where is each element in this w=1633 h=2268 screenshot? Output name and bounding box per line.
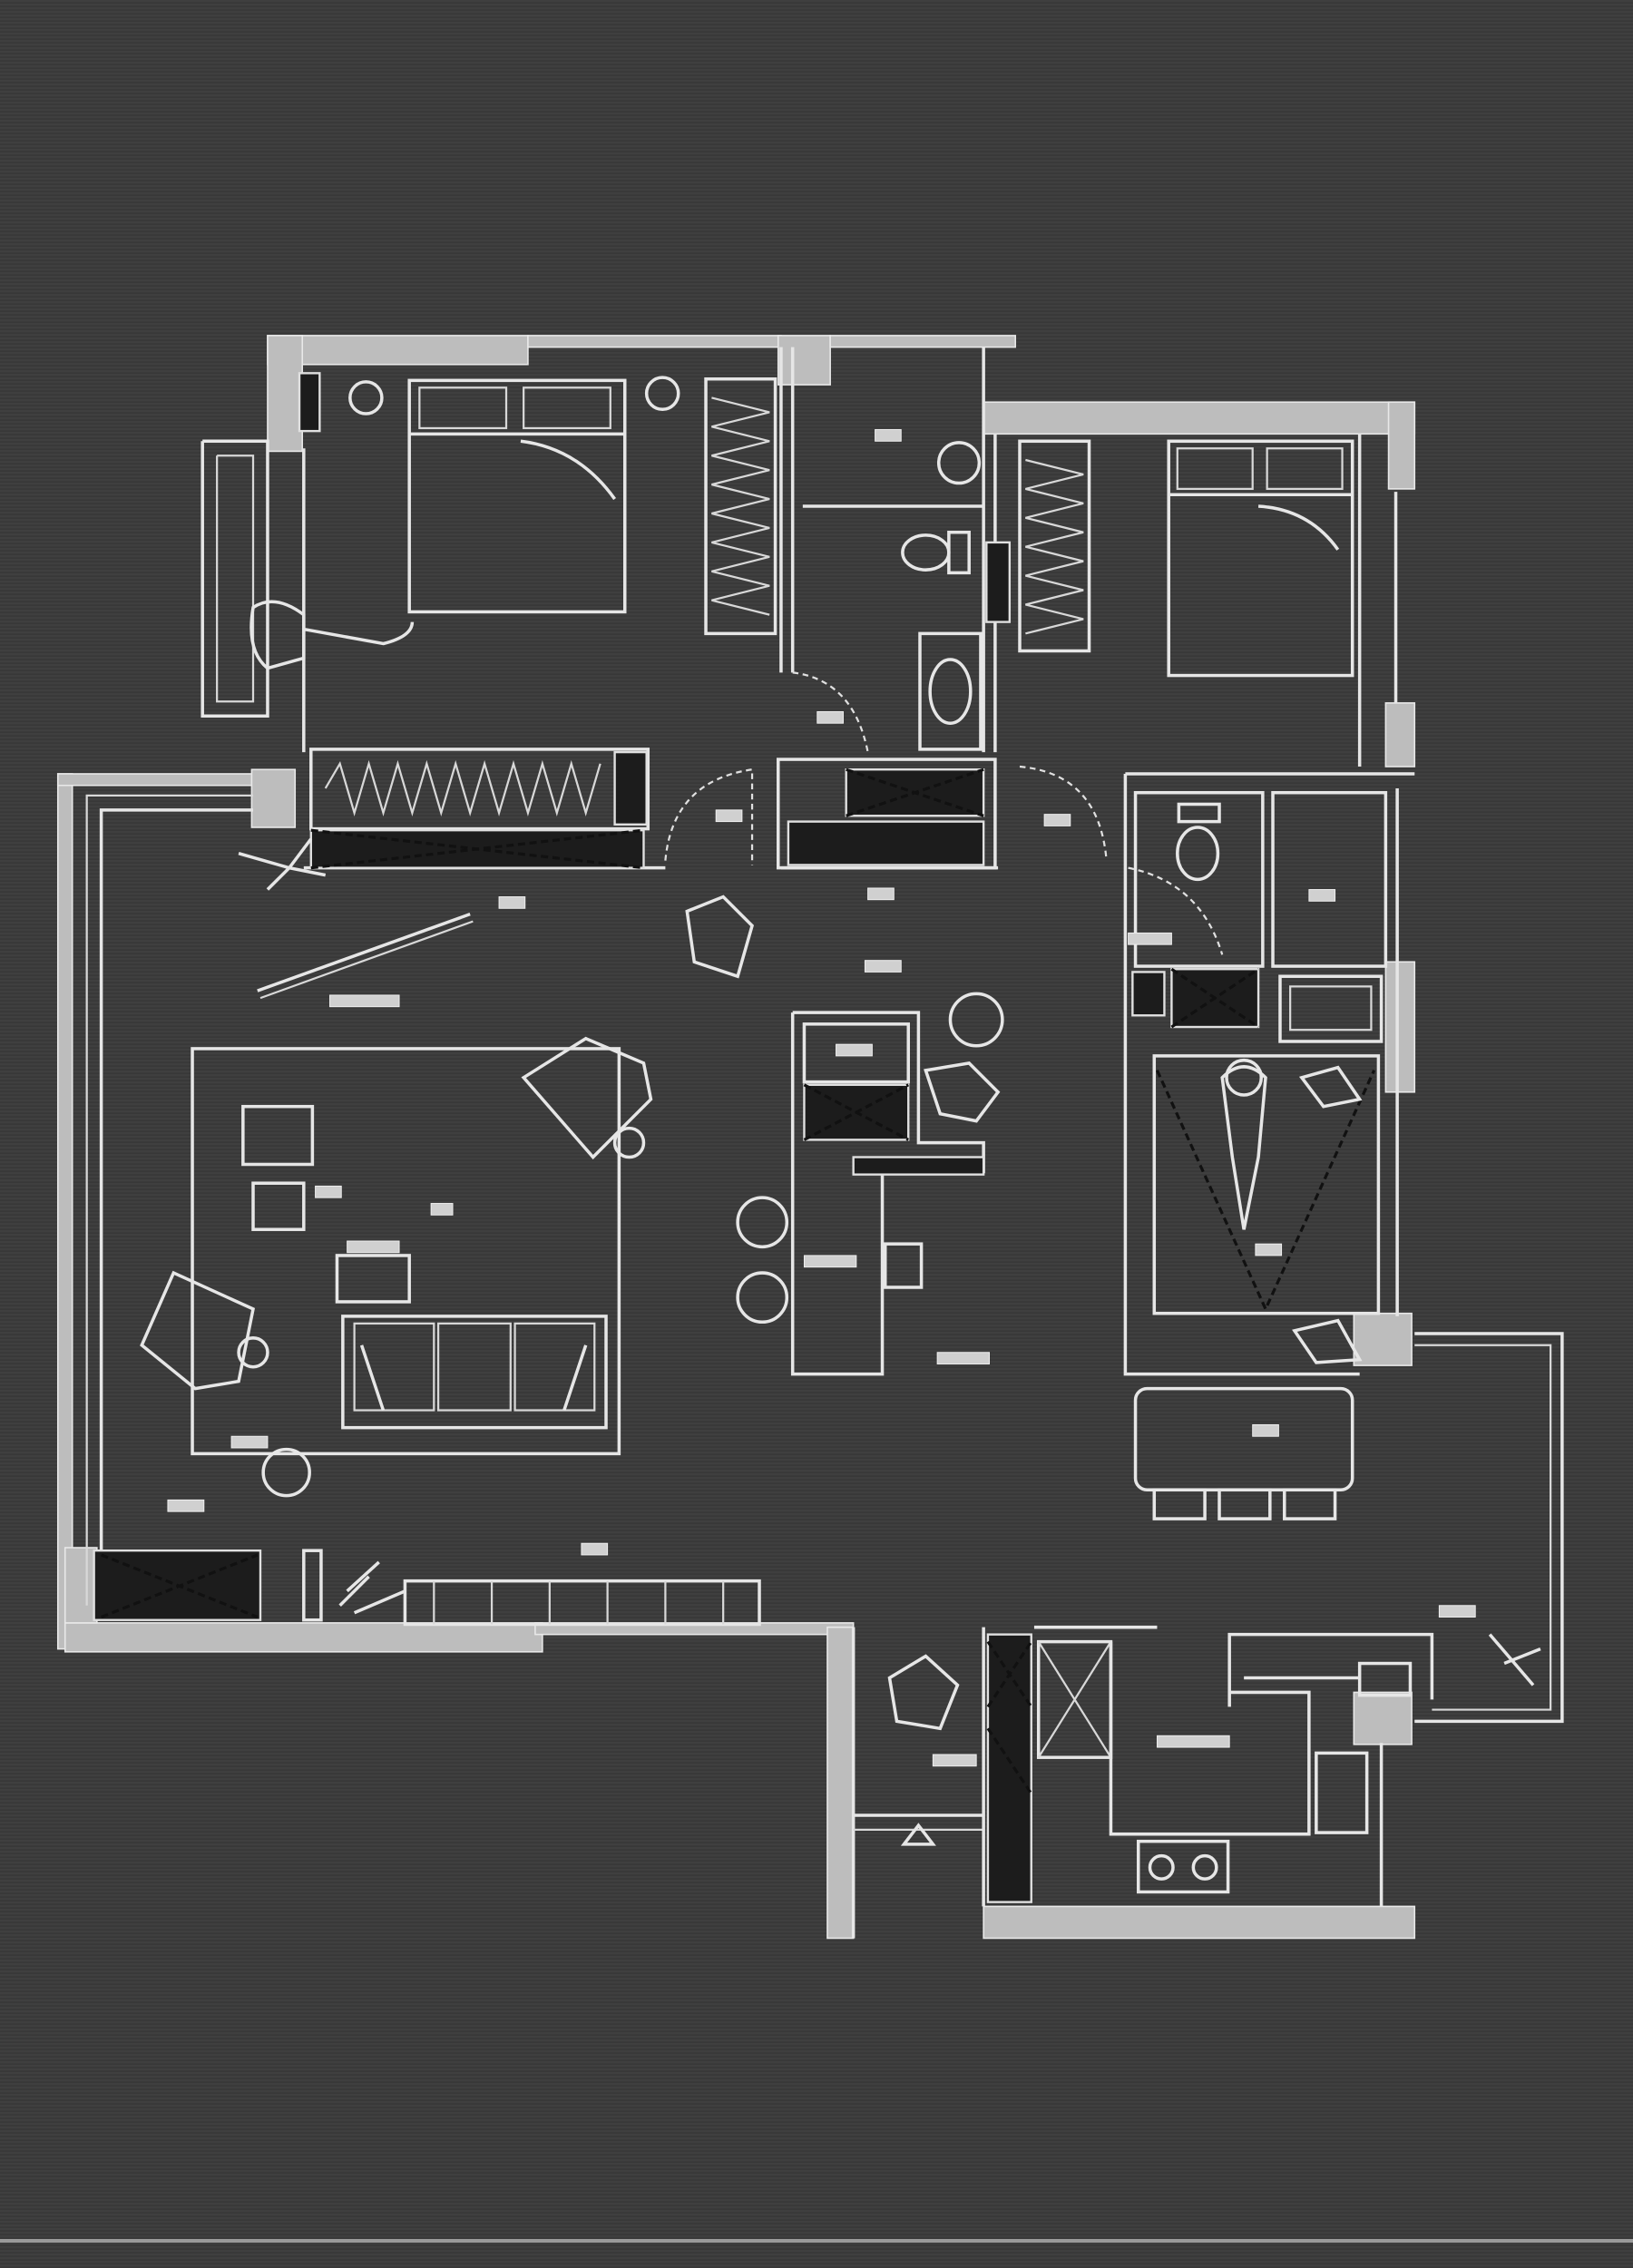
person-icon xyxy=(249,600,415,670)
armchair-icon xyxy=(140,1270,269,1391)
stove-icon xyxy=(1136,1839,1230,1894)
second-bedroom xyxy=(664,439,1354,865)
toilet-icon xyxy=(1176,802,1221,882)
person-icon xyxy=(1220,1058,1267,1230)
plant-icon xyxy=(1488,1633,1541,1686)
kitchen-island xyxy=(685,894,1004,1376)
wardrobe-icon xyxy=(1018,439,1091,653)
bedside-lamp-icon xyxy=(644,376,680,411)
sofa-icon xyxy=(341,1315,608,1430)
door-swing-icon xyxy=(792,671,869,753)
room-tags xyxy=(167,429,1476,1767)
bedside-lamp-icon xyxy=(348,380,384,415)
bar-stool-icon xyxy=(736,1271,789,1325)
kitchen xyxy=(887,1633,1541,1903)
tv-console-icon xyxy=(403,1579,761,1627)
study-room xyxy=(1152,1054,1381,1364)
living-room xyxy=(93,837,761,1627)
side-table-icon xyxy=(251,1181,306,1231)
bathtub-icon xyxy=(918,631,983,751)
sink-icon xyxy=(936,441,982,485)
plant-icon xyxy=(900,1823,936,1846)
door-swing-icon xyxy=(664,767,754,865)
wardrobe-icon xyxy=(704,376,777,636)
exterior-walls xyxy=(56,335,1416,1940)
bed-icon xyxy=(407,378,627,614)
toilet-icon xyxy=(901,530,971,575)
door-swing-icon xyxy=(1019,765,1108,861)
dining-table-icon xyxy=(1133,1386,1354,1520)
plant-icon xyxy=(338,1560,406,1615)
plant-icon xyxy=(238,837,327,891)
armchair-icon xyxy=(521,1036,653,1160)
bathroom-2 xyxy=(1128,790,1388,1043)
person-icon xyxy=(924,1061,1001,1123)
bathroom-1 xyxy=(776,441,1012,870)
coffee-table-icon xyxy=(335,1254,411,1304)
monitor-bezel-edge xyxy=(0,2239,1633,2243)
closet-icon xyxy=(309,748,650,870)
shower-tray-icon xyxy=(1278,974,1384,1043)
person-icon xyxy=(685,894,755,979)
plant-icon xyxy=(261,1447,311,1498)
rug xyxy=(191,1047,621,1456)
pendant-icon xyxy=(948,992,1004,1048)
bar-stool-icon xyxy=(736,1196,789,1249)
bed-icon xyxy=(1167,439,1354,678)
side-cabinet-icon xyxy=(241,1104,315,1167)
person-icon xyxy=(887,1654,960,1731)
master-bedroom xyxy=(249,372,777,870)
